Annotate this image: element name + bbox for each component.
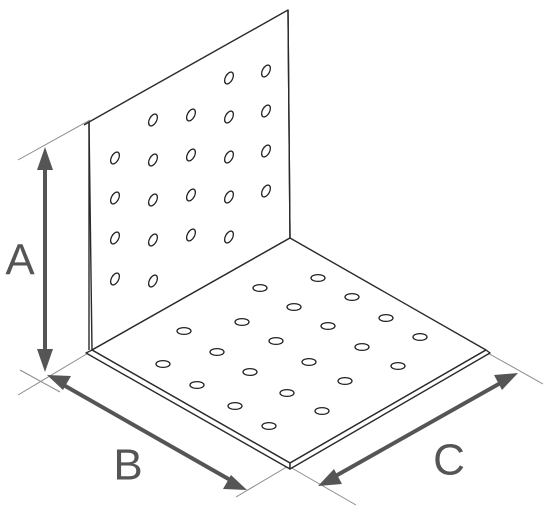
vertical-hole (109, 191, 121, 205)
vertical-hole (260, 144, 272, 158)
horizontal-hole (337, 376, 353, 386)
vertical-hole (147, 233, 159, 247)
dimension-a-arrow-top-icon (37, 147, 53, 170)
vertical-plate-holes (109, 64, 272, 288)
horizontal-plate (85, 237, 491, 470)
dimension-c-label: C (433, 436, 465, 485)
horizontal-hole (378, 313, 394, 323)
extension-line-c-left (289, 466, 357, 506)
horizontal-plate-holes (155, 273, 428, 431)
dimension-b-line (59, 381, 233, 483)
dimension-a-label: A (5, 236, 35, 285)
horizontal-hole (234, 317, 250, 327)
dimension-c-arrow-right-icon (494, 373, 518, 390)
horizontal-hole (252, 283, 268, 293)
vertical-hole (147, 193, 159, 207)
horizontal-hole (242, 367, 258, 377)
dimension-c: C (318, 373, 518, 486)
vertical-hole (260, 184, 272, 198)
dimension-b-label: B (113, 441, 142, 490)
vertical-hole (109, 151, 121, 165)
horizontal-hole (301, 357, 317, 367)
horizontal-hole (412, 332, 428, 342)
horizontal-hole (314, 406, 330, 416)
horizontal-hole (320, 321, 336, 331)
vertical-hole (260, 64, 272, 78)
dimension-c-arrow-left-icon (318, 469, 342, 486)
vertical-hole (109, 231, 121, 245)
horizontal-hole (268, 336, 284, 346)
vertical-hole (223, 71, 235, 85)
extension-line-b-right (235, 464, 291, 498)
horizontal-hole (279, 388, 295, 398)
horizontal-hole (176, 326, 192, 336)
horizontal-hole (354, 342, 370, 352)
extension-line-b-left (19, 369, 61, 393)
dimension-c-line (331, 379, 505, 480)
dimension-a: A (5, 147, 53, 372)
horizontal-hole (227, 401, 243, 411)
extension-line-a-top (17, 119, 91, 161)
vertical-hole (223, 110, 235, 124)
vertical-hole (185, 228, 197, 242)
horizontal-hole (209, 347, 225, 357)
vertical-hole (223, 230, 235, 244)
vertical-hole (109, 272, 121, 286)
horizontal-hole (189, 380, 205, 390)
vertical-hole (147, 153, 159, 167)
dimension-a-arrow-bottom-icon (37, 349, 53, 372)
horizontal-hole (390, 361, 406, 371)
vertical-hole (185, 148, 197, 162)
vertical-hole (147, 274, 159, 288)
vertical-hole (185, 188, 197, 202)
dimension-b-arrow-left-icon (47, 375, 71, 390)
extension-line-a-bottom (17, 351, 91, 396)
horizontal-hole (286, 302, 302, 312)
horizontal-hole (344, 292, 360, 302)
vertical-hole (147, 113, 159, 127)
vertical-hole (185, 108, 197, 122)
dimension-b: B (47, 375, 247, 490)
horizontal-hole (261, 421, 277, 431)
horizontal-hole (155, 359, 171, 369)
horizontal-hole (310, 273, 326, 283)
dimension-b-arrow-right-icon (223, 475, 247, 490)
vertical-hole (223, 150, 235, 164)
extension-line-c-right (485, 351, 544, 385)
vertical-hole (260, 104, 272, 118)
vertical-hole (223, 190, 235, 204)
